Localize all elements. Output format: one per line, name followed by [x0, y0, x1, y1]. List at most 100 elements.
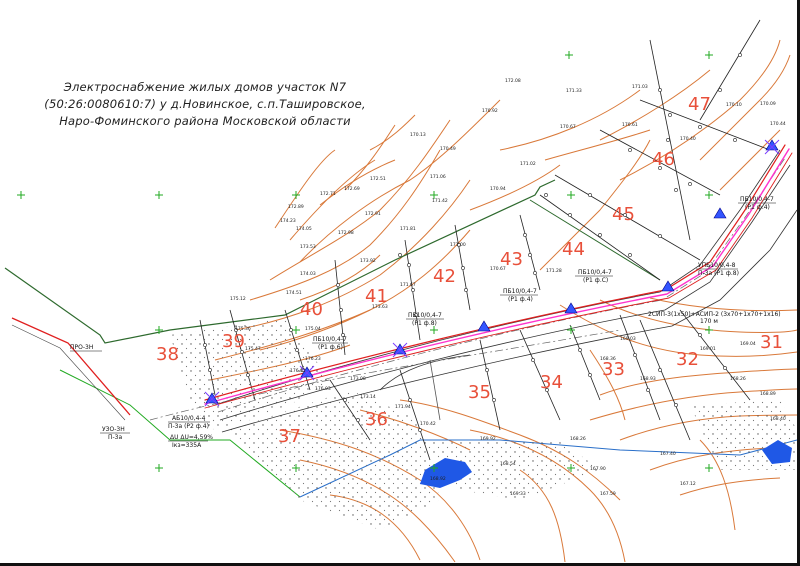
water-feature-1 — [420, 458, 472, 488]
label-ikz: Iкз=335А — [172, 442, 202, 449]
plot-number-46: 46 — [652, 149, 675, 170]
elevation-mark: 171.00 — [450, 242, 466, 248]
label-uzo-3n: УЗО-3Н — [102, 426, 125, 433]
elevation-mark: 168.89 — [760, 391, 776, 397]
elevation-mark: 170.67 — [560, 124, 576, 130]
elevation-mark: 173.63 — [372, 304, 388, 310]
elevation-mark: 175.12 — [230, 296, 246, 302]
plot-number-32: 32 — [676, 349, 699, 370]
elevation-mark: 168.26 — [570, 436, 586, 442]
elevation-mark: 169.33 — [510, 491, 526, 497]
hatched-zone-3 — [420, 440, 600, 500]
plot-lines — [199, 19, 771, 461]
label-pb10-a-sub: (Р1 ф.6) — [318, 344, 343, 351]
elevation-mark: 170.94 — [490, 186, 506, 192]
elevation-mark: 167.59 — [600, 491, 616, 497]
elevation-mark: 171.02 — [520, 161, 536, 167]
elevation-mark: 170.42 — [420, 421, 436, 427]
elevation-mark: 170.67 — [490, 266, 506, 272]
title-line-3: Наро-Фоминского района Московской област… — [59, 114, 351, 128]
boundary-line-light-green — [59, 369, 301, 498]
elevation-mark: 171.06 — [430, 174, 446, 180]
plot-number-45: 45 — [612, 204, 635, 225]
plot-number-33: 33 — [602, 359, 625, 380]
elevation-mark: 169.03 — [620, 336, 636, 342]
elevation-mark: 175.47 — [245, 346, 261, 352]
label-pro-3n: ПРО-3Н — [70, 344, 93, 351]
elevation-mark: 167.90 — [590, 466, 606, 472]
plot-numbers: 47 46 45 44 43 42 41 40 39 38 37 36 35 3… — [156, 94, 783, 447]
elevation-mark: 171.67 — [400, 282, 416, 288]
elevation-mark: 176.01 — [290, 368, 306, 374]
plot-line-markers — [203, 53, 742, 432]
elevation-mark: 170.09 — [760, 101, 776, 107]
equipment-labels: ПРО-3Н УЗО-3Н П-3а АБ10/0,4-4 П-3а (Р2 ф… — [70, 196, 781, 449]
boundary-line-green-2 — [529, 199, 661, 281]
elevation-mark: 170.13 — [410, 132, 426, 138]
road-axis — [149, 157, 786, 421]
elevation-mark: 170.10 — [726, 102, 742, 108]
title-line-2: (50:26:0080610:7) у д.Новинское, с.п.Таш… — [44, 97, 366, 111]
elevation-mark: 172.98 — [338, 230, 354, 236]
label-pb10-b: ПБ10/0,4-7 — [408, 312, 442, 319]
elevation-mark: 168.54 — [500, 461, 516, 467]
elevation-mark: 171.42 — [432, 198, 448, 204]
hatched-zone-2 — [230, 390, 440, 530]
elevation-mark: 174.05 — [296, 226, 312, 232]
label-pb10-c: ПБ10/0,4-7 — [503, 288, 537, 295]
elevation-mark: 172.08 — [505, 78, 521, 84]
plot-number-40: 40 — [300, 299, 323, 320]
label-upb10: УПБ10/0,4-8 — [698, 262, 736, 269]
plot-number-39: 39 — [222, 331, 245, 352]
elevation-mark: 172.51 — [370, 176, 386, 182]
elevation-mark: 168.93 — [640, 376, 656, 382]
elevation-marks: 172.08 171.33 171.03 170.92 170.61 170.1… — [230, 78, 786, 497]
elevation-mark: 173.53 — [300, 244, 316, 250]
water-feature-2 — [762, 440, 792, 464]
elevation-mark: 169.01 — [700, 346, 716, 352]
elevation-mark: 170.61 — [622, 122, 638, 128]
label-pb10-e: ПБ10/0,4-7 — [740, 196, 774, 203]
elevation-mark: 172.91 — [365, 211, 381, 217]
elevation-mark: 171.03 — [632, 84, 648, 90]
elevation-mark: 174.51 — [286, 290, 302, 296]
elevation-mark: 172.69 — [344, 186, 360, 192]
elevation-mark: 169.04 — [740, 341, 756, 347]
elevation-mark: 175.04 — [305, 326, 321, 332]
label-upb10-sub: П-3а (Р1 ф.8) — [698, 270, 739, 277]
grid-crosses — [17, 51, 713, 472]
plot-number-31: 31 — [760, 332, 783, 353]
boundary-line-green — [4, 179, 556, 344]
elevation-mark: 168.92 — [430, 476, 446, 482]
elevation-mark: 171.94 — [395, 404, 411, 410]
elevation-mark: 168.40 — [770, 416, 786, 422]
plot-number-43: 43 — [500, 249, 523, 270]
label-pb10-d-sub: (Р1 ф.С) — [583, 277, 608, 284]
plot-number-36: 36 — [365, 409, 388, 430]
label-pb10-b-sub: (Р1 ф.8) — [412, 320, 437, 327]
elevation-mark: 170.40 — [680, 136, 696, 142]
support-markers — [205, 139, 779, 404]
elevation-mark: 170.92 — [482, 108, 498, 114]
plot-number-44: 44 — [562, 239, 585, 260]
label-p3a: П-3а — [108, 434, 122, 441]
elevation-mark: 171.28 — [546, 268, 562, 274]
elevation-mark: 176.03 — [315, 386, 331, 392]
label-pb10-c-sub: (Р1 ф.4) — [508, 296, 533, 303]
elevation-mark: 169.92 — [480, 436, 496, 442]
label-sip-len: 170 м — [700, 318, 718, 325]
plot-number-38: 38 — [156, 344, 179, 365]
elevation-mark: 174.23 — [280, 218, 296, 224]
label-ab10: АБ10/0,4-4 — [172, 415, 206, 422]
elevation-mark: 171.33 — [566, 88, 582, 94]
elevation-mark: 167.12 — [680, 481, 696, 487]
elevation-mark: 168.36 — [600, 356, 616, 362]
elevation-mark: 170.44 — [770, 121, 786, 127]
label-pb10-d: ПБ10/0,4-7 — [578, 269, 612, 276]
road-lines — [214, 149, 797, 433]
label-sip-cable: 2СИП-3(1х50)+АСИП-2 (3х70+1х70+1х16) — [648, 311, 781, 318]
power-line — [204, 144, 793, 409]
elevation-mark: 176.23 — [305, 356, 321, 362]
support-crosses — [204, 139, 780, 407]
plot-number-47: 47 — [688, 94, 711, 115]
